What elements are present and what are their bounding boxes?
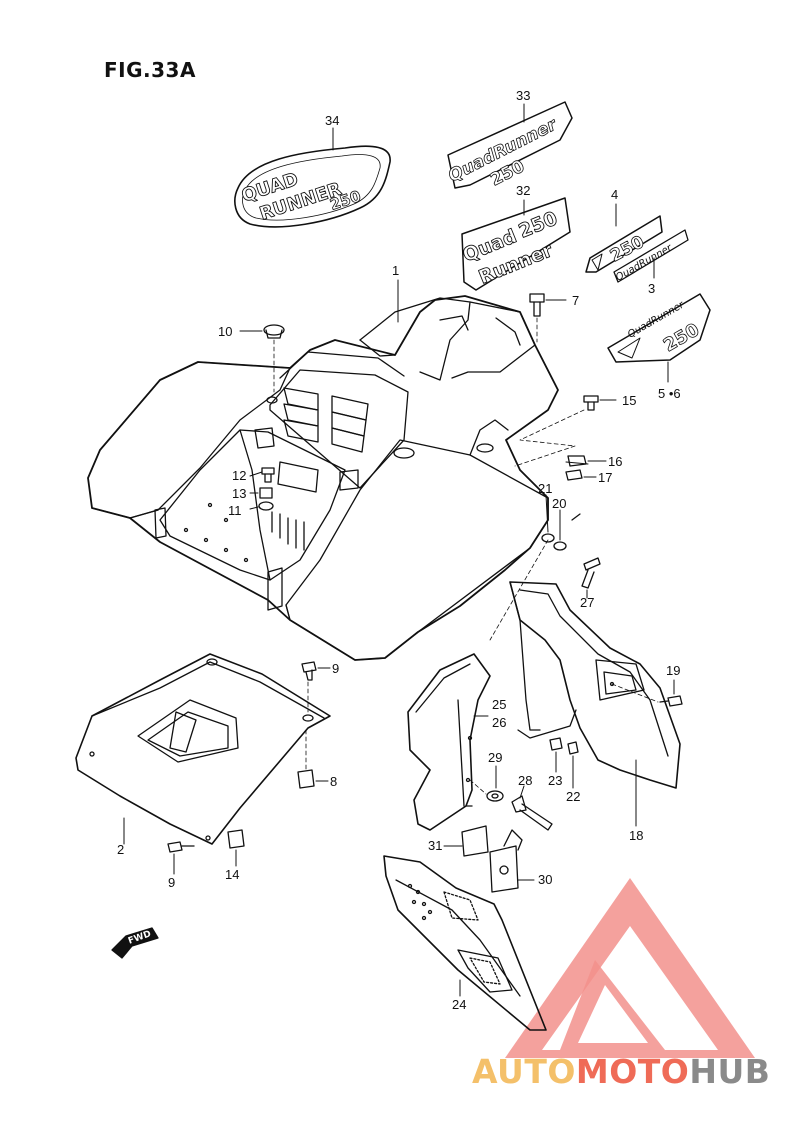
rivet-28 [511,795,553,831]
emblem-32: Quad 250 Runner [459,197,571,291]
callout-14: 14 [225,867,240,882]
inner-fender-18 [509,581,681,789]
screw-27 [581,557,601,589]
callout-15: 15 [622,393,637,408]
callout-11: 11 [228,503,242,518]
callout-29: 29 [488,750,503,765]
emblem-5-6: QuadRunner 250 [607,293,711,363]
emblem-33-line2: 250 [487,156,528,190]
callout-12: 12 [232,468,247,483]
clip-8 [297,769,315,789]
emblem-34: QUAD RUNNER 250 [234,145,391,228]
emblem-56-line2: 250 [660,319,703,356]
callout-13: 13 [232,486,247,501]
callout-16: 16 [608,454,623,469]
fasteners-22-23 [549,737,579,755]
bolt-9-top [301,661,317,681]
bolt-9-bottom [167,841,195,853]
emblem-33: QuadRunner 250 [445,101,573,191]
callout-9-top: 9 [332,661,340,676]
callout-34: 34 [325,113,340,128]
bolt-19 [659,695,683,707]
washers-20-21 [541,513,581,551]
watermark-part-1: AUTO [472,1052,576,1091]
callout-21: 21 [538,481,553,496]
rear-fender [87,295,559,661]
callout-25: 25 [492,697,507,712]
pad-31 [461,825,489,857]
nut-17 [565,469,583,481]
washer-29 [486,790,504,802]
callout-33: 33 [516,88,531,103]
callout-31: 31 [428,838,443,853]
callout-20: 20 [552,496,567,511]
callout-23: 23 [548,773,563,788]
callout-18: 18 [629,828,644,843]
watermark-text: AUTOMOTOHUB [472,1052,770,1091]
watermark-part-3: HUB [689,1052,771,1091]
callout-1: 1 [392,263,400,278]
callout-8: 8 [330,774,338,789]
grommet-10 [263,324,285,339]
callout-7: 7 [572,293,580,308]
nut-16 [567,455,587,467]
callout-5-6: 5 •6 [658,386,681,401]
callout-27: 27 [580,595,595,610]
callout-2: 2 [117,842,125,857]
bolt-7 [529,293,545,317]
callout-30: 30 [538,872,553,887]
callout-28: 28 [518,773,533,788]
forward-arrow-icon [111,927,159,959]
clip-30 [489,829,523,893]
callout-22: 22 [566,789,581,804]
callout-26: 26 [492,715,507,730]
watermark-part-2: MOTO [575,1052,690,1091]
clip-14 [227,829,245,849]
callout-4: 4 [611,187,619,202]
callout-3: 3 [648,281,656,296]
callout-32: 32 [516,183,531,198]
callout-9-bottom: 9 [168,875,176,890]
figure-title: FIG.33A [104,58,196,82]
inner-fender-25-26 [407,653,491,831]
screw-15 [583,395,599,411]
watermark-logo [505,878,755,1058]
fasteners-11-12-13 [258,467,275,511]
callout-17: 17 [598,470,613,485]
callout-24: 24 [452,997,467,1012]
mudguard-24 [383,855,547,1031]
callout-10: 10 [218,324,233,339]
callout-19: 19 [666,663,681,678]
cover-2 [75,653,331,845]
